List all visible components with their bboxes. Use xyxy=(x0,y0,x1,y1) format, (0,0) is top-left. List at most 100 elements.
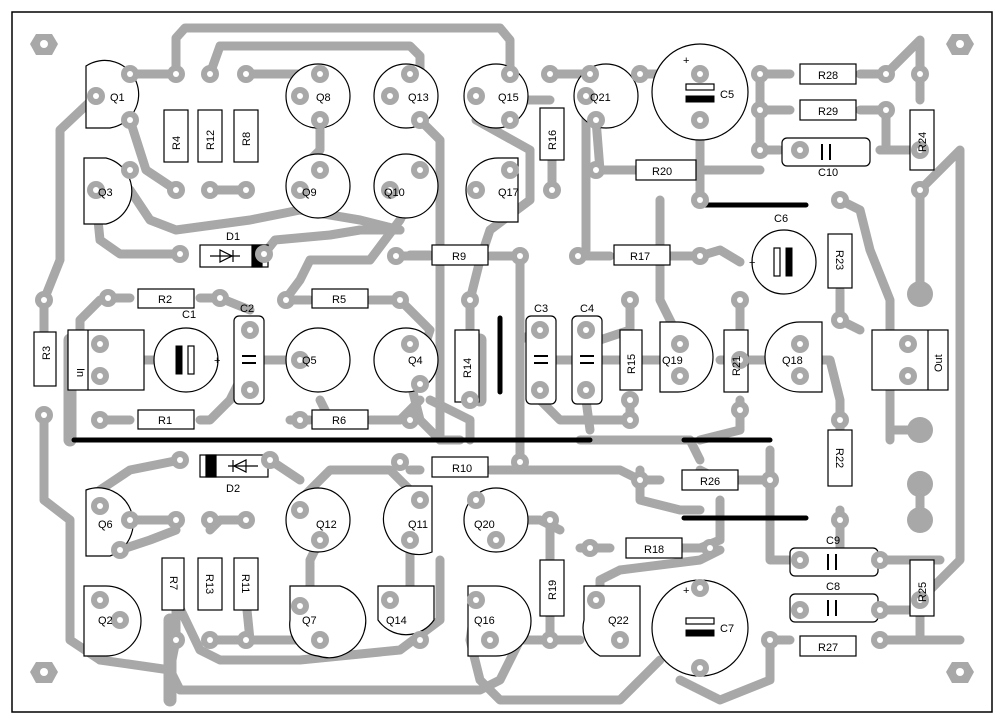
large-pad xyxy=(907,281,933,307)
resistor-R28 xyxy=(799,63,857,85)
resistor-R23 xyxy=(827,233,853,289)
pad-hole xyxy=(837,197,843,203)
label-D2: D2 xyxy=(226,483,240,495)
label-R22: R22 xyxy=(833,448,845,468)
label-Q21: Q21 xyxy=(590,92,611,104)
pad-hole xyxy=(697,71,703,77)
pad-hole xyxy=(837,517,843,523)
pad-hole xyxy=(677,373,683,379)
pad-hole xyxy=(837,317,843,323)
resistor-R17 xyxy=(613,244,671,266)
label-C3: C3 xyxy=(534,303,548,315)
label-Q9: Q9 xyxy=(302,187,317,199)
label-R2: R2 xyxy=(158,294,172,306)
pad-hole xyxy=(917,147,923,153)
pad-hole xyxy=(407,71,413,77)
pad-hole xyxy=(697,585,703,591)
pad-hole xyxy=(317,637,323,643)
pad-hole xyxy=(207,637,213,643)
pad-hole xyxy=(93,93,99,99)
label-Q1: Q1 xyxy=(110,92,125,104)
pad-hole xyxy=(797,147,803,153)
pad-hole xyxy=(737,407,743,413)
pad-hole xyxy=(627,417,633,423)
resistor-R10 xyxy=(431,456,489,478)
pad-hole xyxy=(317,117,323,123)
label-Q12: Q12 xyxy=(316,519,337,531)
pad-hole xyxy=(883,107,889,113)
resistor-R16 xyxy=(539,107,565,161)
pad-hole xyxy=(877,607,883,613)
pad-hole xyxy=(97,597,103,603)
pad-hole xyxy=(707,545,713,551)
pad-hole xyxy=(217,295,223,301)
label-Q8: Q8 xyxy=(316,92,331,104)
pad-hole xyxy=(297,417,303,423)
pad-hole xyxy=(243,187,249,193)
pad-hole xyxy=(243,637,249,643)
label-Q22: Q22 xyxy=(608,615,629,627)
pad-hole xyxy=(583,93,589,99)
electrolytic-capacitors xyxy=(153,43,817,677)
large-pad xyxy=(907,417,933,443)
label-C9: C9 xyxy=(826,535,840,547)
pad-hole xyxy=(473,187,479,193)
pad-hole xyxy=(583,387,589,393)
pad-hole xyxy=(127,167,133,173)
label-Q3: Q3 xyxy=(98,187,113,199)
pad-hole xyxy=(41,297,47,303)
label-Q18: Q18 xyxy=(782,355,803,367)
pad-hole xyxy=(587,71,593,77)
pad-hole xyxy=(517,253,523,259)
pad-hole xyxy=(797,607,803,613)
pad-hole xyxy=(297,603,303,609)
pad-hole xyxy=(173,637,179,643)
pad-hole xyxy=(583,327,589,333)
pad-hole xyxy=(247,387,253,393)
resistor-R19 xyxy=(539,559,565,617)
capacitor-C5 xyxy=(651,43,749,141)
resistor-R20 xyxy=(635,159,697,181)
pad-hole xyxy=(387,597,393,603)
label-R16: R16 xyxy=(547,130,559,150)
pad-hole xyxy=(917,71,923,77)
pad-hole xyxy=(537,327,543,333)
resistor-R3 xyxy=(33,331,57,387)
label-Q14: Q14 xyxy=(386,615,407,627)
resistor-R2 xyxy=(137,288,195,309)
pad-hole xyxy=(593,167,599,173)
label-R7: R7 xyxy=(167,576,179,590)
pad-hole xyxy=(297,187,303,193)
label-R29: R29 xyxy=(818,106,838,118)
resistor-R12 xyxy=(197,109,223,163)
pad-hole xyxy=(177,457,183,463)
label-C8: C8 xyxy=(826,581,840,593)
pad-hole xyxy=(767,637,773,643)
resistor-R4 xyxy=(163,109,189,163)
pad-hole xyxy=(493,537,499,543)
resistor-R26 xyxy=(681,469,739,491)
resistor-R18 xyxy=(625,537,683,559)
transistor-Q3 xyxy=(83,157,133,225)
pad-hole xyxy=(407,537,413,543)
large-pad xyxy=(907,507,933,533)
pad-hole xyxy=(297,93,303,99)
label-C5: C5 xyxy=(720,89,734,101)
pad-hole xyxy=(473,497,479,503)
pad-hole xyxy=(417,167,423,173)
pad-hole xyxy=(507,167,513,173)
capacitor-C3 xyxy=(525,315,557,405)
pad-hole xyxy=(243,517,249,523)
pad-hole xyxy=(387,187,393,193)
pad-hole xyxy=(207,187,213,193)
pad-hole xyxy=(417,637,423,643)
label-Q4: Q4 xyxy=(408,355,423,367)
pad-hole xyxy=(173,71,179,77)
capacitor-C6 xyxy=(751,229,817,295)
label-R19: R19 xyxy=(547,580,559,600)
pad-hole xyxy=(593,117,599,123)
label-R5: R5 xyxy=(332,294,346,306)
resistor-R24 xyxy=(909,109,935,171)
pad-hole xyxy=(243,71,249,77)
pad-hole xyxy=(627,297,633,303)
